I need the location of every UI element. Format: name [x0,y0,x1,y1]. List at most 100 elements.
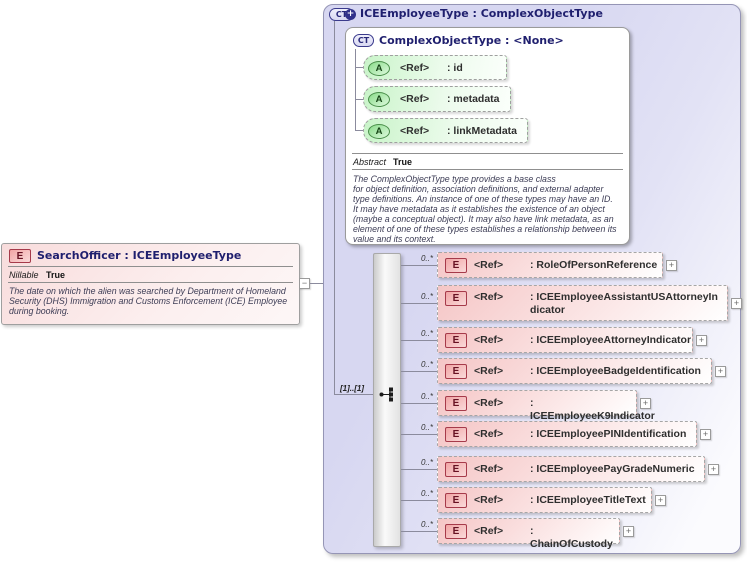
element-node[interactable]: E <Ref> : ChainOfCustody [437,518,620,550]
base-type-title: ComplexObjectType : <None> [379,34,564,47]
connector-line [334,21,335,394]
connector-line [401,500,437,501]
description-line: element of one of these types establishe… [353,224,617,234]
element-node[interactable]: E <Ref> : ICEEmployeePayGradeNumeric [437,456,705,482]
description-line: for object definition, association defin… [353,184,604,194]
connector-line [401,434,437,435]
occurrence-label: 0..* [420,254,433,263]
occurrence-label: 0..* [420,520,433,529]
connector-line [355,49,356,131]
element-icon: E [445,258,467,273]
sequence-group-bar[interactable] [373,253,401,547]
element-ref: <Ref> [474,259,504,271]
plus-badge-icon: + [345,9,356,20]
element-node[interactable]: E <Ref> : ICEEmployeeAttorneyIndicator [437,327,693,353]
description-line: during booking. [9,306,70,316]
element-description: The date on which the alien was searched… [9,286,287,316]
element-title: SearchOfficer : ICEEmployeeType [37,249,242,262]
element-name: : ICEEmployeeBadgeIdentification [530,365,701,377]
element-name: : RoleOfPersonReference [530,259,658,271]
base-type-box-complexobjecttype[interactable]: CT ComplexObjectType : <None> A <Ref> : … [345,27,630,245]
expand-toggle[interactable]: + [655,495,666,506]
expand-toggle[interactable]: + [623,526,634,537]
expand-toggle[interactable]: + [666,260,677,271]
element-name: : ChainOfCustody [530,525,613,550]
element-ref: <Ref> [474,291,504,303]
expand-toggle[interactable]: + [700,429,711,440]
expand-toggle[interactable]: + [640,398,651,409]
connector-line [401,265,437,266]
expand-toggle[interactable]: + [715,366,726,377]
divider [352,169,623,170]
description-line: type definitions. An instance of one of … [353,194,613,204]
element-node[interactable]: E <Ref> : ICEEmployeeK9Indicator [437,390,655,422]
connector-line [310,283,334,284]
occurrence-label: 0..* [420,458,433,467]
attribute-icon: A [368,124,390,139]
element-icon: E [445,333,467,348]
attribute-ref: <Ref> [400,62,430,74]
element-name: : ICEEmployeePINIdentification [530,428,687,440]
element-node[interactable]: E <Ref> : ICEEmployeePINIdentification [437,421,697,447]
element-icon: E [445,524,467,539]
collapse-toggle[interactable]: − [299,278,310,289]
connector-line [355,67,364,68]
complex-type-icon: CT [353,34,374,47]
element-name: : ICEEmployeePayGradeNumeric [530,463,695,475]
element-icon: E [9,249,31,263]
description-line: Security (DHS) Immigration and Customs E… [9,296,288,306]
description-line: value and its context. [353,234,436,244]
attribute-node-linkmetadata[interactable]: A <Ref> : linkMetadata [363,118,528,143]
element-icon: E [445,427,467,442]
attribute-ref: <Ref> [400,93,430,105]
element-ref: <Ref> [474,334,504,346]
connector-line [355,99,364,100]
abstract-value: True [393,157,413,167]
occurrence-label: 0..* [420,360,433,369]
attribute-icon: A [368,61,390,76]
connector-line [401,340,437,341]
expand-toggle[interactable]: + [731,298,742,309]
element-ref: <Ref> [474,428,504,440]
abstract-label: Abstract [353,157,387,167]
connector-line [401,531,437,532]
connector-line [401,403,437,404]
attribute-ref: <Ref> [400,125,430,137]
connector-line [334,394,379,395]
element-ref: <Ref> [474,397,504,409]
element-node-searchofficer[interactable]: E SearchOfficer : ICEEmployeeType Nillab… [1,243,300,325]
attribute-node-id[interactable]: A <Ref> : id [363,55,507,80]
element-name: : ICEEmployeeK9Indicator [530,397,655,422]
element-icon: E [445,493,467,508]
group-cardinality: [1]..[1] [340,384,364,393]
element-node[interactable]: E <Ref> : ICEEmployeeTitleText [437,487,652,513]
description-line: The date on which the alien was searched… [9,286,286,296]
connector-line [401,469,437,470]
expand-toggle[interactable]: + [708,464,719,475]
element-name: : ICEEmployeeAttorneyIndicator [530,334,692,346]
element-node[interactable]: E <Ref> : ICEEmployeeAssistantUSAttorney… [437,285,728,321]
connector-line [401,303,437,304]
expand-toggle[interactable]: + [696,335,707,346]
description-line: The ComplexObjectType type provides a ba… [353,174,556,184]
element-node[interactable]: E <Ref> : RoleOfPersonReference [437,252,663,278]
occurrence-label: 0..* [420,423,433,432]
divider [8,266,293,267]
element-node[interactable]: E <Ref> : ICEEmployeeBadgeIdentification [437,358,712,384]
attribute-name: : linkMetadata [447,125,518,137]
element-icon: E [445,291,467,306]
occurrence-label: 0..* [420,329,433,338]
nillable-value: True [46,270,66,280]
connector-line [355,130,364,131]
element-name: : ICEEmployeeTitleText [530,494,646,506]
element-ref: <Ref> [474,525,504,537]
occurrence-label: 0..* [420,292,433,301]
base-type-description: The ComplexObjectType type provides a ba… [353,174,617,244]
element-icon: E [445,396,467,411]
attribute-node-metadata[interactable]: A <Ref> : metadata [363,86,511,112]
element-ref: <Ref> [474,365,504,377]
element-ref: <Ref> [474,494,504,506]
occurrence-label: 0..* [420,489,433,498]
divider [352,153,623,154]
